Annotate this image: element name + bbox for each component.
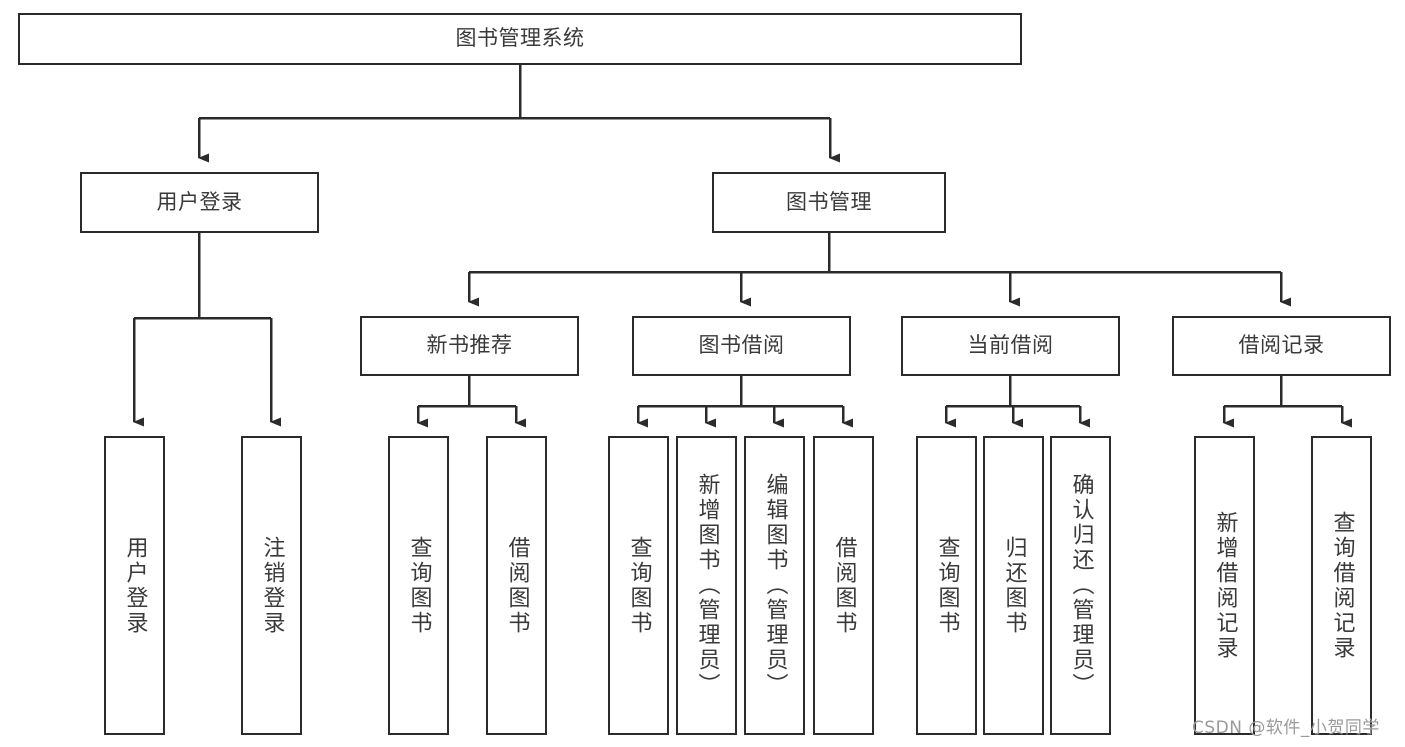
node-label: 用户登录 xyxy=(156,189,243,214)
node-label: 注销登录 xyxy=(259,535,285,636)
node-label: 归还图书 xyxy=(1001,535,1027,636)
node-borrowing-record[interactable]: 借阅记录 xyxy=(1172,316,1391,376)
node-root-book-management-system[interactable]: 图书管理系统 xyxy=(18,13,1022,65)
leaf-query-book-recommendation[interactable]: 查询图书 xyxy=(388,436,449,735)
leaf-query-book-current[interactable]: 查询图书 xyxy=(916,436,977,735)
csdn-watermark: CSDN @软件_小贺同学 xyxy=(1192,718,1380,738)
leaf-logout-login[interactable]: 注销登录 xyxy=(241,436,302,735)
leaf-borrow-book-borrowing[interactable]: 借阅图书 xyxy=(813,436,874,735)
leaf-query-book-borrowing[interactable]: 查询图书 xyxy=(608,436,669,735)
node-label: 查询图书 xyxy=(406,535,432,636)
node-label: 当前借阅 xyxy=(967,333,1054,358)
node-label: 图书管理 xyxy=(786,189,872,214)
leaf-edit-book-admin[interactable]: 编辑图书（管理员） xyxy=(744,436,805,735)
node-book-management[interactable]: 图书管理 xyxy=(712,172,946,233)
node-label: 图书借阅 xyxy=(698,333,785,358)
node-label: 查询借阅记录 xyxy=(1329,510,1355,661)
leaf-add-book-admin[interactable]: 新增图书（管理员） xyxy=(676,436,737,735)
node-book-borrowing[interactable]: 图书借阅 xyxy=(632,316,851,376)
node-label: 用户登录 xyxy=(122,535,148,636)
node-new-book-recommendation[interactable]: 新书推荐 xyxy=(360,316,579,376)
node-label: 查询图书 xyxy=(934,535,960,636)
node-user-login[interactable]: 用户登录 xyxy=(80,172,319,233)
leaf-add-borrowing-record[interactable]: 新增借阅记录 xyxy=(1194,436,1255,735)
node-label: 编辑图书（管理员） xyxy=(762,473,788,698)
node-label: 新书推荐 xyxy=(426,333,513,358)
node-label: 借阅图书 xyxy=(831,535,857,636)
node-label: 确认归还（管理员） xyxy=(1068,473,1094,698)
node-label: 新增图书（管理员） xyxy=(694,473,720,698)
node-label: 查询图书 xyxy=(626,535,652,636)
leaf-borrow-book-recommendation[interactable]: 借阅图书 xyxy=(486,436,547,735)
node-label: 图书管理系统 xyxy=(455,26,585,51)
leaf-confirm-return-admin[interactable]: 确认归还（管理员） xyxy=(1050,436,1111,735)
node-label: 借阅记录 xyxy=(1238,333,1325,358)
node-label: 新增借阅记录 xyxy=(1212,510,1238,661)
node-label: 借阅图书 xyxy=(504,535,530,636)
leaf-user-login[interactable]: 用户登录 xyxy=(104,436,165,735)
node-current-borrowing[interactable]: 当前借阅 xyxy=(901,316,1120,376)
leaf-return-book[interactable]: 归还图书 xyxy=(983,436,1044,735)
leaf-query-borrowing-record[interactable]: 查询借阅记录 xyxy=(1311,436,1372,735)
